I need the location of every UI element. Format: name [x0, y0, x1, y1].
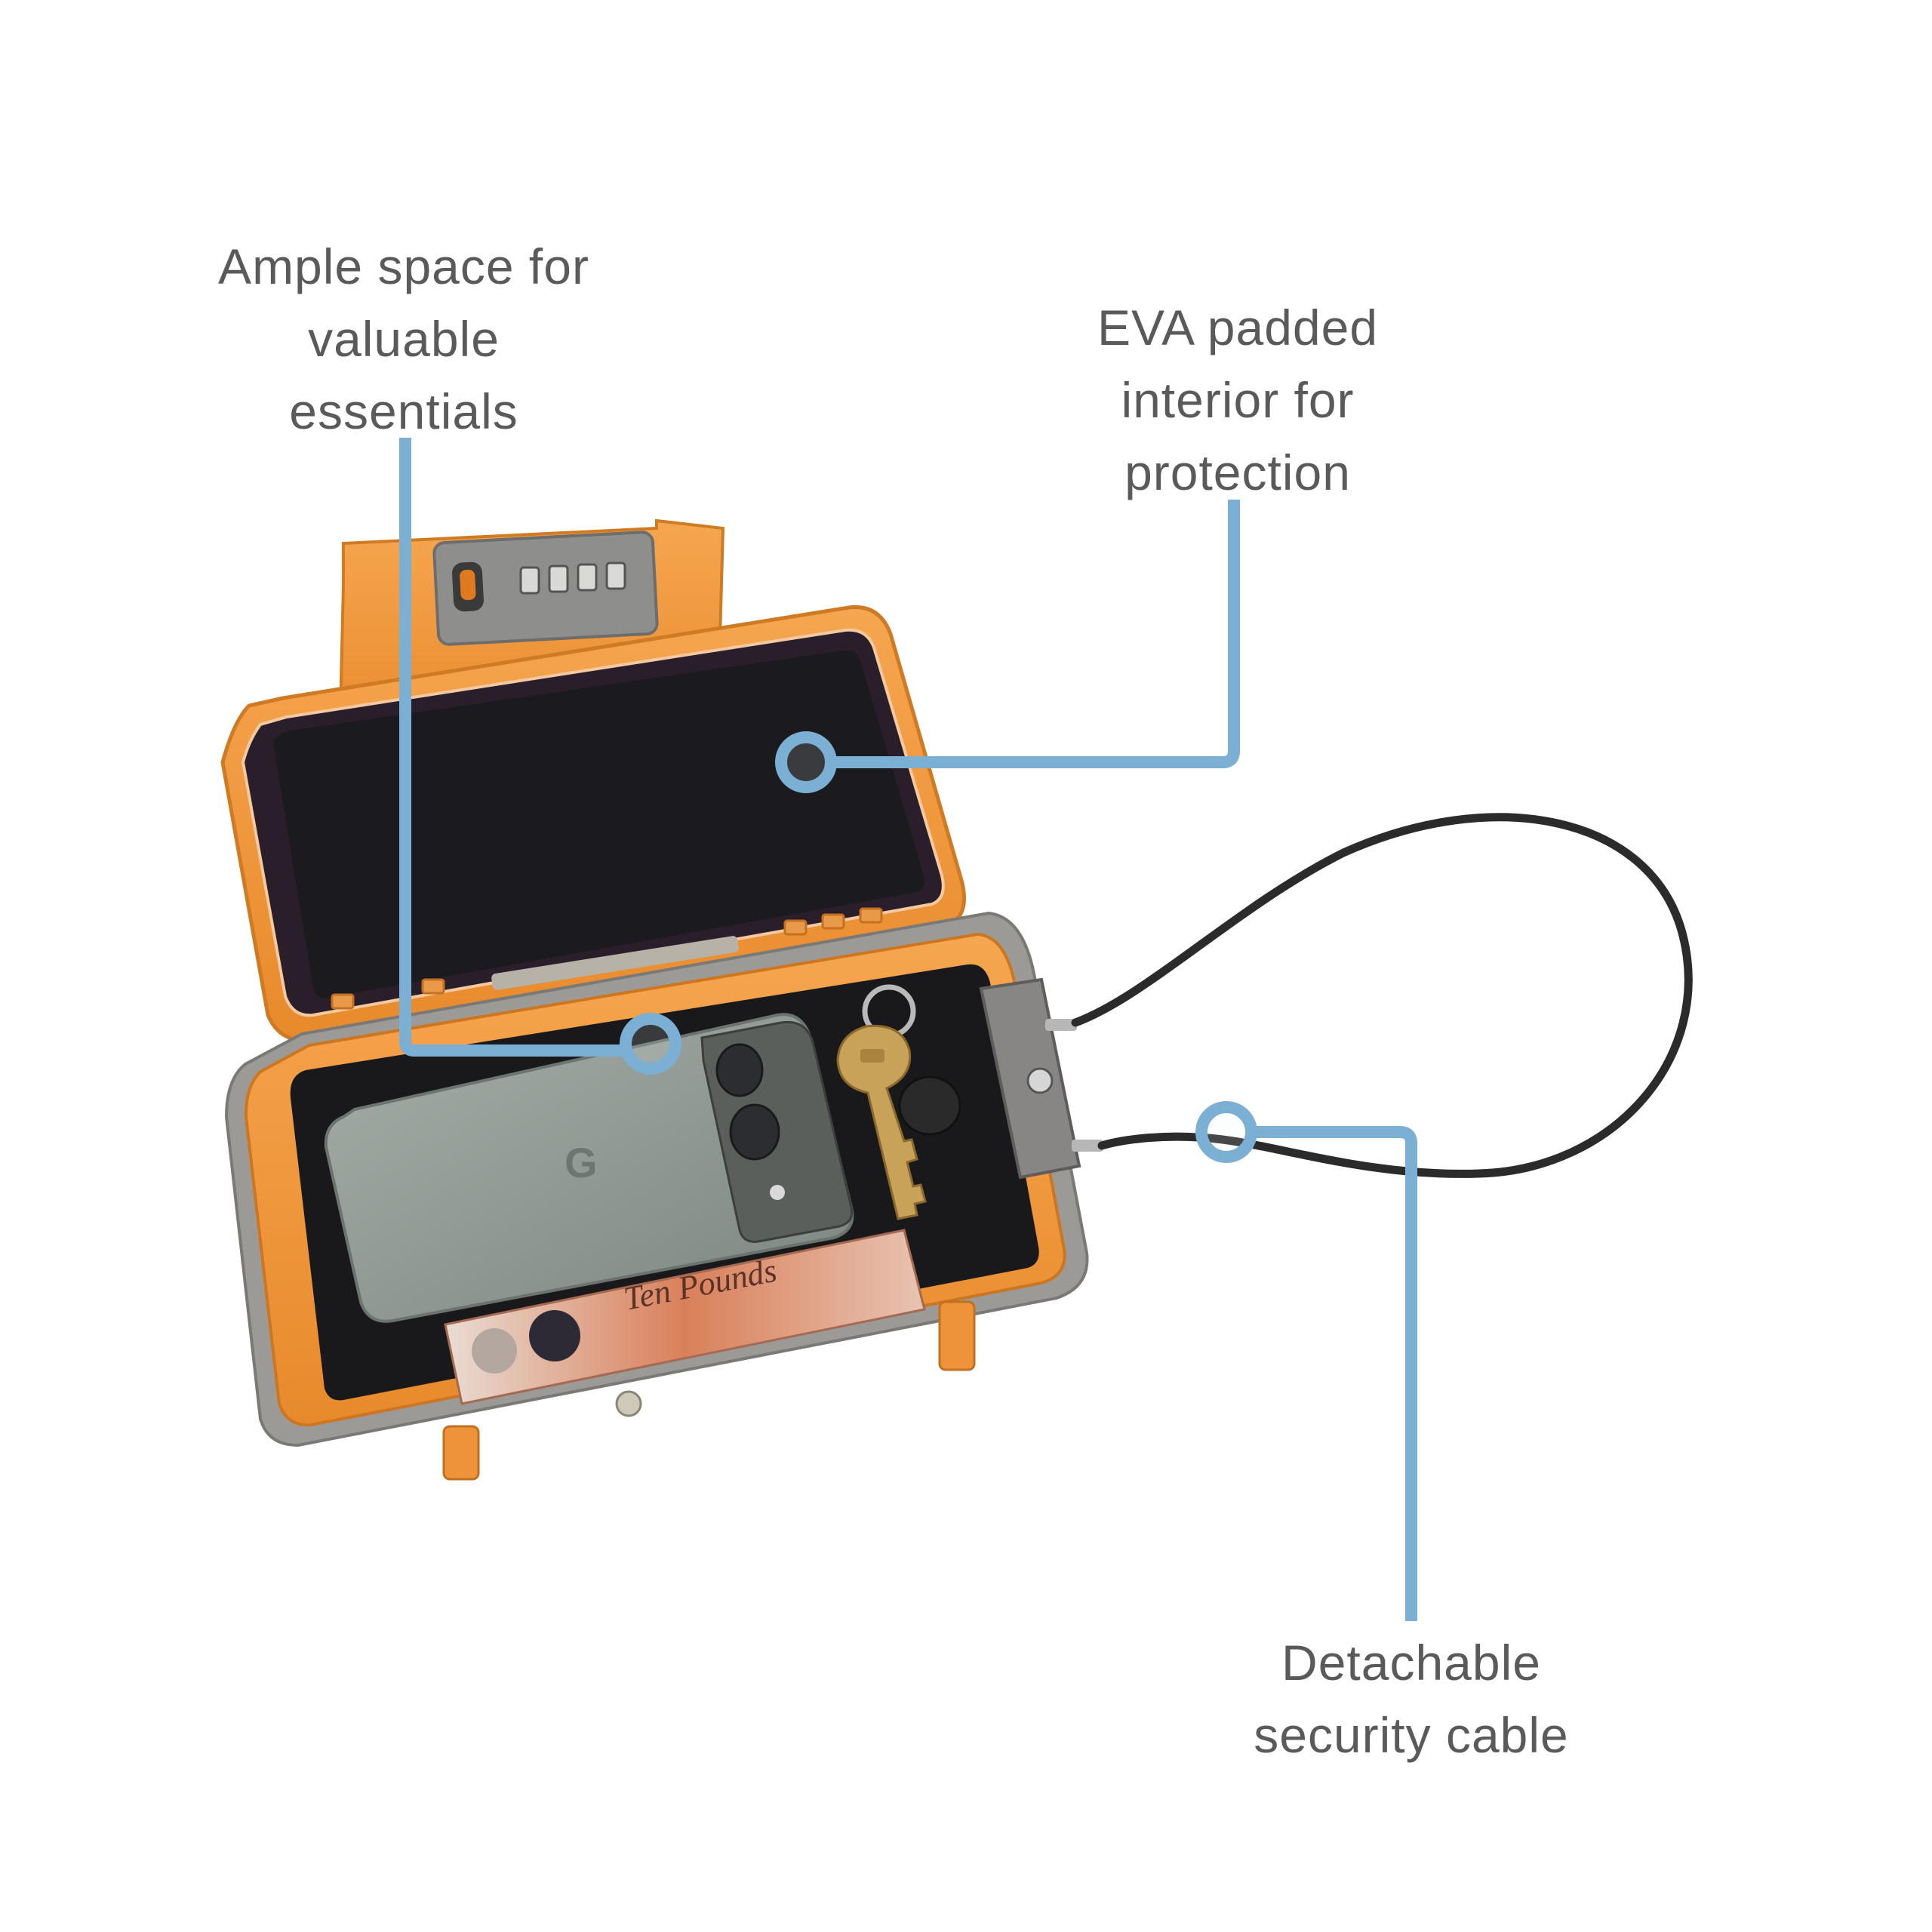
callout-eva-padded: EVA padded interior for protection: [1097, 300, 1379, 500]
combination-lock: [432, 531, 659, 646]
security-cable: [1071, 813, 1693, 1178]
case-contents: Ten Pounds G: [324, 984, 961, 1405]
svg-text:G: G: [565, 1139, 598, 1186]
leader-line-space: [399, 438, 623, 1057]
callout-ample-space: Ample space for valuable essentials: [218, 238, 589, 439]
leader-line-eva: [830, 500, 1240, 768]
leader-line-cable: [1245, 1126, 1417, 1621]
marker-space: [620, 1013, 681, 1075]
leader-lines: [399, 438, 1417, 1621]
marker-cable: [1195, 1101, 1257, 1163]
phone: G: [324, 1013, 854, 1323]
leader-markers: [620, 731, 1257, 1163]
callout-security-cable: Detachable security cable: [1254, 1635, 1569, 1763]
cable-lock: [979, 977, 1103, 1180]
marker-eva: [775, 731, 837, 793]
keys: [836, 984, 961, 1220]
